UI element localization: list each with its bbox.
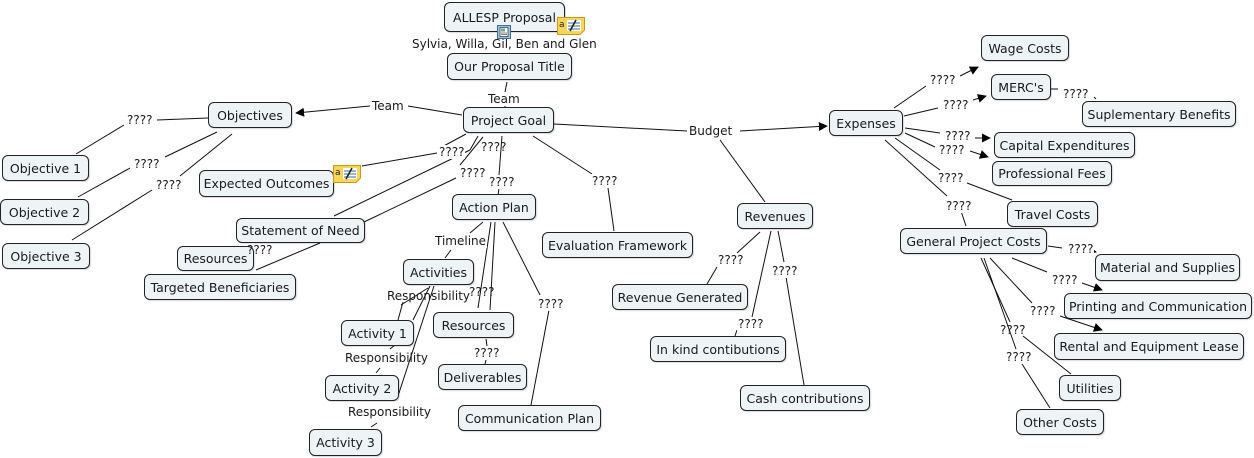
node-travel-costs[interactable]: Travel Costs (1007, 201, 1098, 227)
node-communication-plan[interactable]: Communication Plan (458, 405, 601, 431)
link-label-unknown: ???? (126, 113, 154, 127)
link-label-unknown: ???? (155, 178, 183, 192)
link-label-unknown: ???? (473, 346, 501, 360)
node-other-costs[interactable]: Other Costs (1016, 409, 1104, 435)
link-label-unknown: ???? (937, 171, 965, 185)
link-label-timeline: Timeline (434, 234, 488, 248)
node-objective-1[interactable]: Objective 1 (2, 155, 89, 181)
node-deliverables[interactable]: Deliverables (438, 364, 527, 390)
node-evaluation-framework[interactable]: Evaluation Framework (542, 232, 693, 258)
node-activity-1[interactable]: Activity 1 (341, 320, 414, 346)
node-revenues[interactable]: Revenues (737, 203, 813, 229)
link-label-budget: Budget (688, 124, 734, 138)
node-resources-left[interactable]: Resources (177, 246, 254, 271)
node-project-goal[interactable]: Project Goal (463, 107, 554, 133)
link-label-unknown: ???? (247, 243, 273, 257)
node-targeted-beneficiaries[interactable]: Targeted Beneficiaries (144, 274, 296, 300)
svg-text:a: a (335, 168, 341, 178)
link-label-unknown: ???? (1029, 304, 1057, 318)
node-action-plan[interactable]: Action Plan (452, 194, 536, 220)
node-expenses[interactable]: Expenses (829, 110, 903, 136)
node-cash-contributions[interactable]: Cash contributions (740, 385, 870, 411)
link-label-unknown: ???? (942, 98, 970, 112)
link-label-unknown: ???? (591, 174, 619, 188)
node-activity-3[interactable]: Activity 3 (309, 429, 382, 456)
image-resource-icon[interactable] (497, 25, 511, 39)
node-activity-2[interactable]: Activity 2 (325, 375, 399, 401)
link-label-unknown: ???? (1067, 242, 1095, 256)
node-professional-fees[interactable]: Professional Fees (992, 161, 1112, 186)
link-label-unknown: ???? (1051, 273, 1079, 287)
link-label-unknown: ???? (1062, 87, 1090, 101)
annotation-note-icon[interactable]: a (333, 165, 361, 183)
link-label-unknown: ???? (945, 199, 973, 213)
node-statement-of-need[interactable]: Statement of Need (236, 218, 365, 243)
node-revenue-generated[interactable]: Revenue Generated (612, 284, 748, 310)
link-label-unknown: ???? (537, 297, 565, 311)
link-label-responsibility: Responsibility (347, 405, 433, 419)
link-label-unknown: ???? (459, 166, 487, 180)
link-label-unknown: ???? (1000, 323, 1026, 337)
link-label-unknown: ???? (771, 264, 799, 278)
link-label-unknown: ???? (488, 175, 516, 189)
node-proposal-title[interactable]: Our Proposal Title (447, 53, 572, 80)
node-wage-costs[interactable]: Wage Costs (981, 35, 1069, 61)
node-rental-and-equipment-lease[interactable]: Rental and Equipment Lease (1054, 333, 1244, 360)
annotation-note-icon[interactable]: a (557, 17, 585, 35)
link-label-responsibility: Responsibility (387, 289, 471, 303)
svg-text:a: a (559, 20, 565, 30)
node-general-project-costs[interactable]: General Project Costs (900, 228, 1047, 254)
link-label-unknown: ???? (929, 73, 957, 87)
node-objective-2[interactable]: Objective 2 (0, 199, 89, 225)
link-label-unknown: ???? (717, 253, 745, 267)
authors-label: Sylvia, Willa, Gil, Ben and Glen (411, 37, 598, 51)
node-resources-action[interactable]: Resources (433, 312, 514, 338)
link-label-team: Team (487, 92, 521, 106)
node-supplementary-benefits[interactable]: Suplementary Benefits (1082, 101, 1236, 127)
link-label-unknown: ???? (938, 143, 966, 157)
link-label-unknown: ???? (737, 317, 765, 331)
link-label-unknown: ???? (944, 129, 972, 143)
node-expected-outcomes[interactable]: Expected Outcomes (199, 170, 334, 197)
link-label-unknown: ???? (469, 285, 495, 299)
link-label-unknown: ???? (133, 157, 161, 171)
node-material-and-supplies[interactable]: Material and Supplies (1095, 254, 1240, 281)
node-mercs[interactable]: MERC's (991, 74, 1051, 100)
link-label-responsibility: Responsibility (345, 351, 429, 365)
link-label-team: Team (371, 99, 405, 113)
node-capital-expenditures[interactable]: Capital Expenditures (994, 132, 1135, 158)
node-activities[interactable]: Activities (403, 259, 474, 285)
node-printing-and-communication[interactable]: Printing and Communication (1064, 293, 1252, 319)
node-objective-3[interactable]: Objective 3 (2, 243, 90, 269)
node-utilities[interactable]: Utilities (1059, 375, 1121, 401)
node-in-kind-contributions[interactable]: In kind contibutions (650, 336, 786, 362)
node-objectives[interactable]: Objectives (208, 102, 292, 128)
link-label-unknown: ???? (438, 145, 466, 159)
link-label-unknown: ???? (481, 140, 507, 154)
link-label-unknown: ???? (1005, 350, 1033, 364)
